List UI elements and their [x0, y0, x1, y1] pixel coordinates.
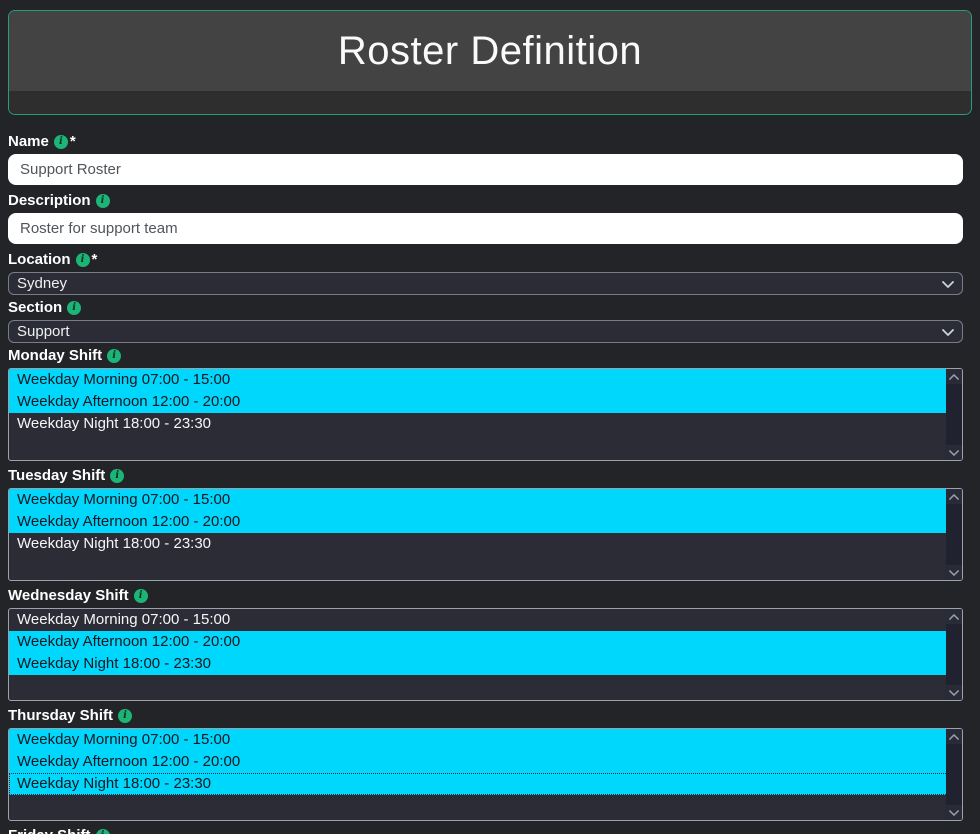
field-description: Description i [8, 192, 972, 244]
field-label-text: Location [8, 251, 71, 268]
roster-definition-page: Roster Definition Namei*DescriptioniLoca… [0, 10, 980, 834]
shift-option[interactable]: Weekday Night 18:00 - 23:30 [9, 773, 962, 795]
description-input[interactable] [8, 213, 963, 244]
name-input[interactable] [8, 154, 963, 185]
field-friday-shift: Friday Shift i [8, 827, 972, 834]
field-label-text: Tuesday Shift [8, 467, 106, 484]
info-icon[interactable]: i [118, 709, 133, 723]
scroll-down-icon[interactable] [946, 805, 962, 820]
field-label-text: Wednesday Shift [8, 587, 129, 604]
field-label: Tuesday Shift i [8, 467, 972, 485]
field-label-text: Thursday Shift [8, 707, 114, 724]
shift-option[interactable]: Weekday Afternoon 12:00 - 20:00 [9, 631, 962, 653]
field-label-text: Name [8, 133, 49, 150]
shift-option[interactable]: Weekday Night 18:00 - 23:30 [17, 415, 212, 432]
scroll-up-icon[interactable] [946, 369, 962, 384]
scroll-down-icon[interactable] [946, 445, 962, 460]
field-label: Location i* [8, 251, 972, 269]
roster-form: Namei*DescriptioniLocationi*SydneySectio… [8, 133, 972, 834]
info-icon[interactable]: i [107, 349, 122, 363]
section-select[interactable]: Support [8, 320, 963, 343]
field-label-text: Friday Shift [8, 827, 91, 834]
shift-option[interactable]: Weekday Morning 07:00 - 15:00 [17, 611, 231, 628]
scroll-up-icon[interactable] [946, 609, 962, 624]
field-label: Thursday Shift i [8, 707, 972, 725]
scroll-down-icon[interactable] [946, 685, 962, 700]
header-card-body [9, 91, 971, 114]
scroll-up-icon[interactable] [946, 489, 962, 504]
info-icon[interactable]: i [95, 194, 110, 208]
field-label-text: Section [8, 299, 63, 316]
chevron-down-icon [942, 281, 954, 288]
required-marker: * [91, 251, 98, 268]
field-label: Description i [8, 192, 972, 210]
shift-option[interactable]: Weekday Morning 07:00 - 15:00 [9, 729, 962, 751]
info-icon[interactable]: i [75, 253, 90, 267]
chevron-down-icon [942, 329, 954, 336]
field-label-text: Description [8, 192, 91, 209]
page-header-card: Roster Definition [8, 10, 972, 115]
listbox-scrollbar[interactable] [946, 609, 962, 700]
field-label: Section i [8, 299, 972, 317]
shift-option[interactable]: Weekday Night 18:00 - 23:30 [17, 535, 212, 552]
shift-option[interactable]: Weekday Morning 07:00 - 15:00 [9, 369, 962, 391]
select-value: Sydney [17, 275, 68, 292]
field-location: Location i* Sydney [8, 251, 972, 295]
page-title: Roster Definition [337, 28, 643, 73]
shift-option[interactable]: Weekday Morning 07:00 - 15:00 [9, 489, 962, 511]
field-label-text: Monday Shift [8, 347, 103, 364]
header-title-area: Roster Definition [9, 11, 971, 91]
field-label: Wednesday Shift i [8, 587, 972, 605]
listbox-scrollbar[interactable] [946, 489, 962, 580]
shift-option[interactable]: Weekday Afternoon 12:00 - 20:00 [9, 511, 962, 533]
shift-option[interactable]: Weekday Afternoon 12:00 - 20:00 [9, 391, 962, 413]
location-select[interactable]: Sydney [8, 272, 963, 295]
listbox-scrollbar[interactable] [946, 729, 962, 820]
select-value: Support [17, 323, 70, 340]
info-icon[interactable]: i [67, 301, 82, 315]
scroll-down-icon[interactable] [946, 565, 962, 580]
required-marker: * [69, 133, 76, 150]
field-label: Friday Shift i [8, 827, 972, 834]
listbox-scrollbar[interactable] [946, 369, 962, 460]
shift-option[interactable]: Weekday Night 18:00 - 23:30 [9, 653, 962, 675]
info-icon[interactable]: i [133, 589, 148, 603]
shift-option[interactable]: Weekday Afternoon 12:00 - 20:00 [9, 751, 962, 773]
scroll-up-icon[interactable] [946, 729, 962, 744]
info-icon[interactable]: i [95, 829, 110, 834]
info-icon[interactable]: i [53, 135, 68, 149]
info-icon[interactable]: i [110, 469, 125, 483]
field-label: Monday Shift i [8, 347, 972, 365]
